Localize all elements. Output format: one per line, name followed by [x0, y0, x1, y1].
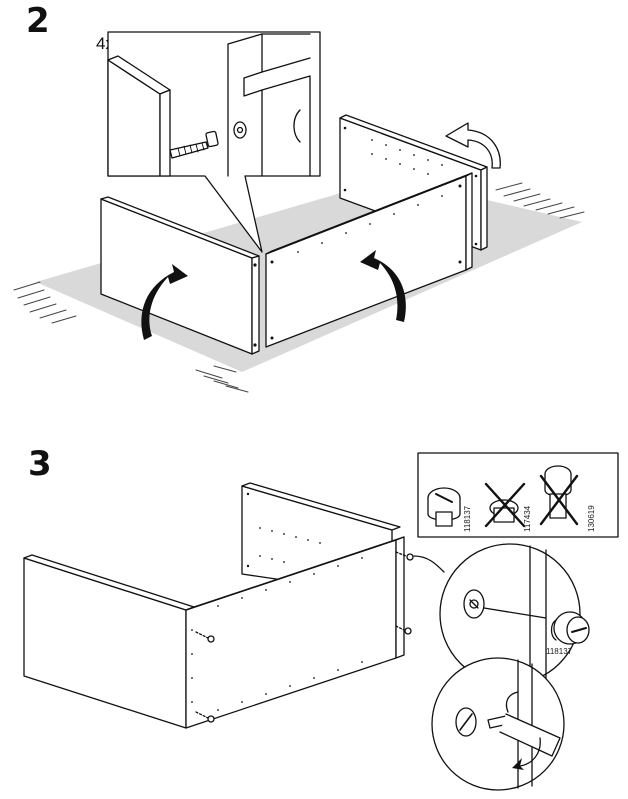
cam-lock-fitting: [195, 551, 414, 723]
part-number-label: 130619: [587, 505, 596, 532]
part-number-label: 118137: [463, 505, 472, 532]
detail-circle-cam-lock: [439, 543, 590, 685]
detail-callout: [107, 31, 321, 253]
step-2-number: 2: [26, 1, 50, 41]
part-number-label: 117434: [523, 505, 532, 532]
correct-fitting-icon: [427, 487, 461, 527]
wrong-fitting-icon: [539, 465, 579, 526]
fitting-identification-box: [417, 452, 619, 538]
wrong-fitting-icon: [484, 482, 526, 528]
step-2-illustration: [13, 31, 585, 393]
rotation-arrow: [141, 122, 501, 340]
rug-fringe: [13, 182, 585, 393]
detail-circle-screwdriver: [431, 657, 565, 791]
step-3-illustration: [23, 452, 619, 791]
part-number-label: 118137: [546, 647, 573, 656]
step-3-number: 3: [28, 444, 52, 484]
